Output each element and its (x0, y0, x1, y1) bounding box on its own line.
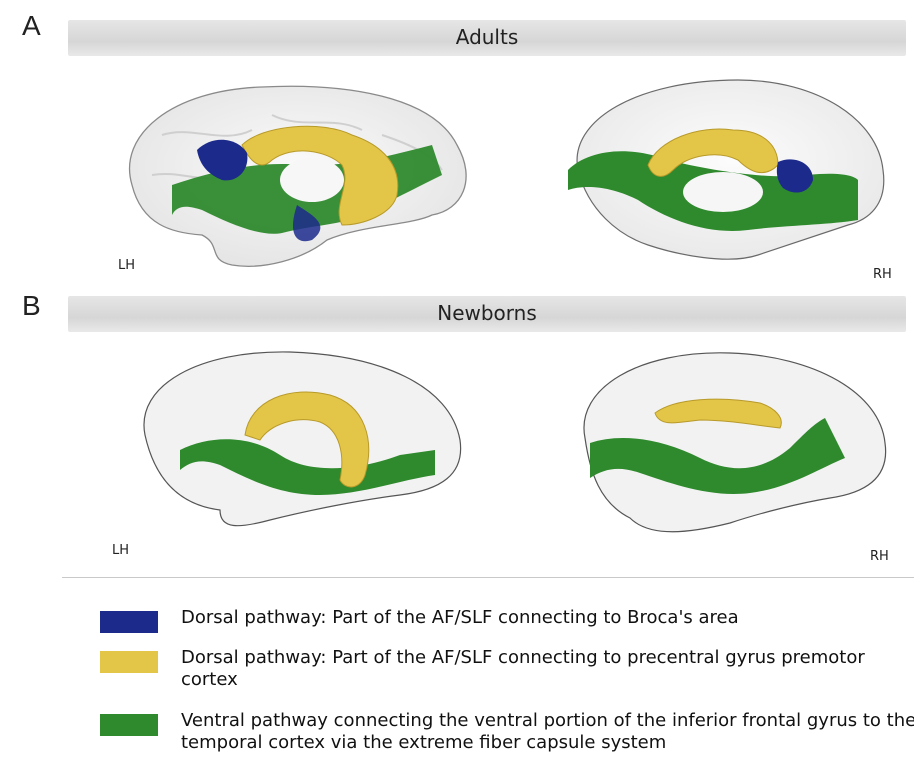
newborn-left-hemisphere-image (120, 340, 480, 545)
panel-b-title: Newborns (68, 301, 906, 325)
panel-a-left-hemisphere-label: LH (118, 258, 135, 273)
panel-a-letter: A (22, 10, 41, 42)
panel-a-title: Adults (68, 25, 906, 49)
panel-a-title-bar: Adults (68, 20, 906, 56)
dorsal-broca-swatch (100, 611, 158, 633)
panel-b-right-hemisphere-label: RH (870, 549, 889, 564)
ventral-swatch (100, 714, 158, 736)
brain-outline (144, 352, 461, 526)
adult-left-hemisphere-image (112, 75, 492, 275)
legend-text-dorsal-broca: Dorsal pathway: Part of the AF/SLF conne… (181, 607, 914, 629)
panel-b-letter: B (22, 290, 41, 322)
legend-divider (62, 577, 914, 578)
panel-a-right-hemisphere-label: RH (873, 267, 892, 282)
adult-right-hemisphere-image (548, 70, 908, 275)
legend-text-ventral: Ventral pathway connecting the ventral p… (181, 710, 914, 754)
legend-text-dorsal-premotor: Dorsal pathway: Part of the AF/SLF conne… (181, 647, 901, 691)
panel-b-left-hemisphere-label: LH (112, 543, 129, 558)
newborn-right-hemisphere-image (560, 338, 900, 553)
panel-b-title-bar: Newborns (68, 296, 906, 332)
dorsal-premotor-swatch (100, 651, 158, 673)
